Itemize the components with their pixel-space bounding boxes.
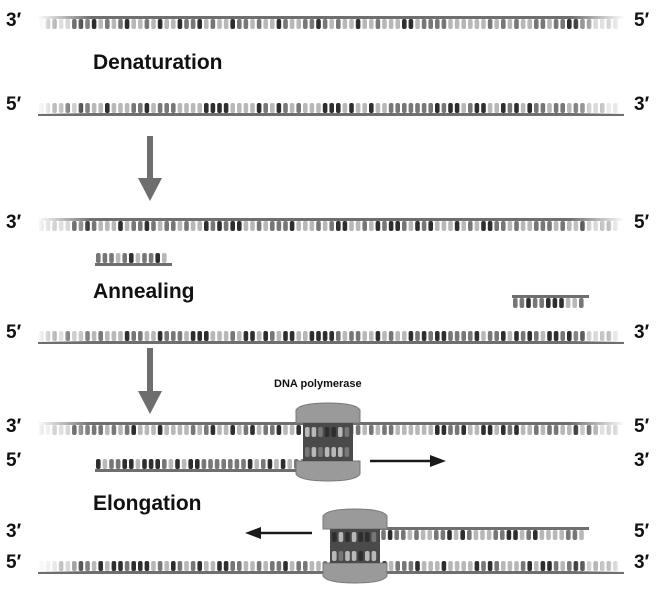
- annealing-top-strand: [37, 217, 625, 232]
- end-label-left-1: 3′: [6, 10, 22, 31]
- dna-strands: [37, 15, 625, 574]
- end-label-right-6: 3′: [634, 450, 650, 471]
- end-label-right-3: 5′: [634, 212, 650, 233]
- dna-polymerase-label: DNA polymerase: [274, 378, 362, 390]
- elongation-new-strand-top: [95, 459, 330, 472]
- elongation-arrow-left: [245, 527, 312, 539]
- dna-polymerase-lower: [322, 508, 388, 584]
- step-label-denaturation: Denaturation: [93, 51, 223, 74]
- end-label-left-6: 5′: [6, 450, 22, 471]
- step-label-annealing: Annealing: [93, 280, 195, 303]
- end-label-right-5: 5′: [634, 416, 650, 437]
- end-label-left-3: 3′: [6, 212, 22, 233]
- polymerase-upper-bases: [305, 427, 350, 457]
- end-label-left-5: 3′: [6, 416, 22, 437]
- end-label-left-2: 5′: [6, 94, 22, 115]
- annealing-primer-right: [512, 295, 589, 308]
- end-label-right-7: 5′: [634, 521, 650, 542]
- annealing-bottom-strand: [37, 327, 625, 344]
- end-label-left-8: 5′: [6, 552, 22, 573]
- denaturation-top-strand: [37, 15, 625, 30]
- dna-polymerase-upper: [295, 402, 361, 482]
- step-label-elongation: Elongation: [93, 492, 202, 515]
- polymerase-lower-bases: [332, 532, 377, 561]
- denaturation-bottom-strand: [37, 99, 625, 116]
- down-arrow-2: [138, 348, 162, 414]
- annealing-primer-left: [95, 253, 172, 266]
- end-label-right-8: 3′: [634, 552, 650, 573]
- end-label-left-4: 5′: [6, 322, 22, 343]
- end-label-right-2: 3′: [634, 94, 650, 115]
- elongation-arrow-right: [370, 455, 446, 467]
- end-label-right-4: 3′: [634, 322, 650, 343]
- end-label-right-1: 5′: [634, 10, 650, 31]
- end-label-left-7: 3′: [6, 521, 22, 542]
- down-arrow-1: [138, 136, 162, 201]
